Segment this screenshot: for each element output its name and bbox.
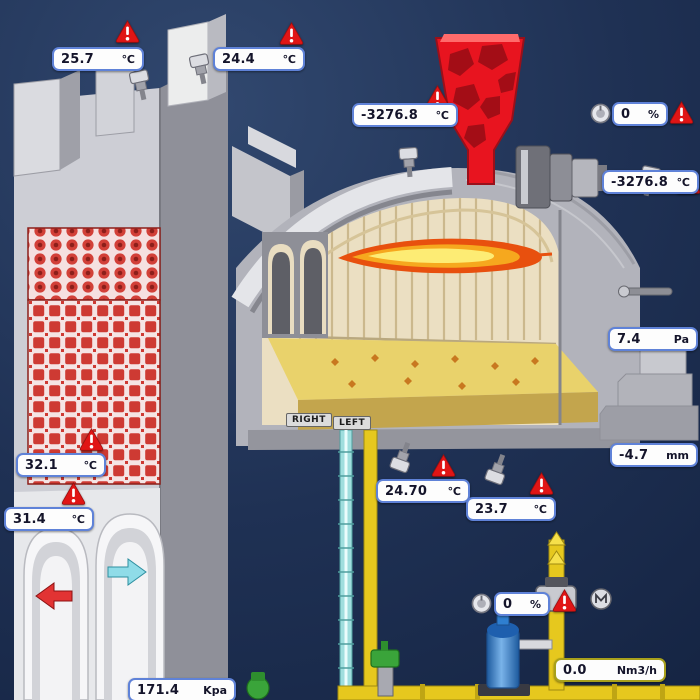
readout-unit: ℃	[435, 108, 449, 122]
right-steps	[599, 339, 699, 441]
alarm-icon-hopper[interactable]	[668, 100, 695, 125]
readout-unit: %	[529, 597, 541, 611]
readout-tower-temp-2: 31.4 ℃	[4, 507, 94, 531]
left-tag: LEFT	[333, 416, 372, 430]
readout-value: -3276.8	[361, 107, 418, 123]
alarm-icon-under-kiln-1[interactable]	[430, 453, 457, 478]
alarm-icon-tower-2[interactable]	[60, 481, 87, 506]
readout-top-left-temp-1: 25.7 ℃	[52, 47, 144, 71]
regenerator-tower	[13, 14, 228, 700]
readout-kiln-pressure: 7.4 Pa	[608, 327, 698, 351]
readout-kiln-roof-temp: -3276.8 ℃	[352, 103, 458, 127]
flame	[338, 238, 553, 274]
readout-gas-flow: 0.0 Nm3/h	[554, 658, 666, 682]
floor-ports	[331, 354, 539, 390]
alarm-icon-top-left-1[interactable]	[114, 19, 141, 44]
readout-unit: ℃	[83, 458, 97, 472]
gauge-icon-valve	[471, 593, 492, 614]
readout-valve-position: 0 %	[494, 592, 550, 616]
feed-hopper	[434, 34, 526, 185]
yellow-drop-pipe	[363, 429, 378, 700]
readout-hopper-level: 0 %	[612, 102, 668, 126]
kiln	[231, 167, 673, 450]
alarm-icon-tower-1[interactable]	[78, 427, 105, 452]
green-pump-small[interactable]	[246, 672, 270, 700]
readout-value: 7.4	[617, 331, 641, 347]
readout-value: 32.1	[25, 457, 58, 473]
readout-value: 0	[503, 596, 513, 612]
readout-value: 31.4	[13, 511, 46, 527]
readout-top-left-temp-2: 24.4 ℃	[213, 47, 305, 71]
feeder-assembly	[515, 145, 607, 209]
alarm-icon-under-kiln-2[interactable]	[528, 471, 555, 496]
green-valve[interactable]	[370, 641, 400, 697]
readout-value: -3276.8	[611, 174, 668, 190]
readout-unit: ℃	[71, 512, 85, 526]
readout-under-kiln-temp-1: 24.70 ℃	[376, 479, 470, 503]
alarm-icon-valve[interactable]	[551, 588, 578, 613]
readout-unit: %	[647, 107, 659, 121]
readout-value: 0.0	[563, 662, 587, 678]
readout-unit: ℃	[282, 52, 296, 66]
sensor-icon	[483, 451, 512, 486]
flow-arrow-left	[35, 582, 73, 610]
gauge-icon-hopper	[590, 103, 611, 124]
right-tag: RIGHT	[286, 413, 332, 427]
readout-under-kiln-temp-2: 23.7 ℃	[466, 497, 556, 521]
readout-unit: Kpa	[203, 683, 227, 697]
readout-unit: ℃	[447, 484, 461, 498]
readout-value: 25.7	[61, 51, 94, 67]
readout-unit: ℃	[676, 175, 690, 189]
readout-right-level: -4.7 mm	[610, 443, 698, 467]
readout-value: 0	[621, 106, 631, 122]
readout-bottom-pressure: 171.4 Kpa	[128, 678, 236, 700]
readout-unit: ℃	[533, 502, 547, 516]
pump[interactable]	[478, 602, 530, 696]
checker-tubes	[27, 227, 161, 301]
readout-value: -4.7	[619, 447, 649, 463]
motor-icon	[590, 588, 612, 610]
readout-unit: ℃	[121, 52, 135, 66]
readout-unit: Pa	[673, 332, 689, 346]
readout-value: 171.4	[137, 682, 180, 698]
readout-tower-temp-1: 32.1 ℃	[16, 453, 106, 477]
readout-unit: mm	[666, 448, 689, 462]
readout-value: 23.7	[475, 501, 508, 517]
readout-right-temp: -3276.8 ℃	[602, 170, 699, 194]
readout-unit: Nm3/h	[616, 663, 657, 677]
readout-value: 24.4	[222, 51, 255, 67]
alarm-icon-top-left-2[interactable]	[278, 21, 305, 46]
hopper-material	[448, 44, 516, 148]
flow-arrow-right	[107, 558, 147, 586]
readout-value: 24.70	[385, 483, 428, 499]
